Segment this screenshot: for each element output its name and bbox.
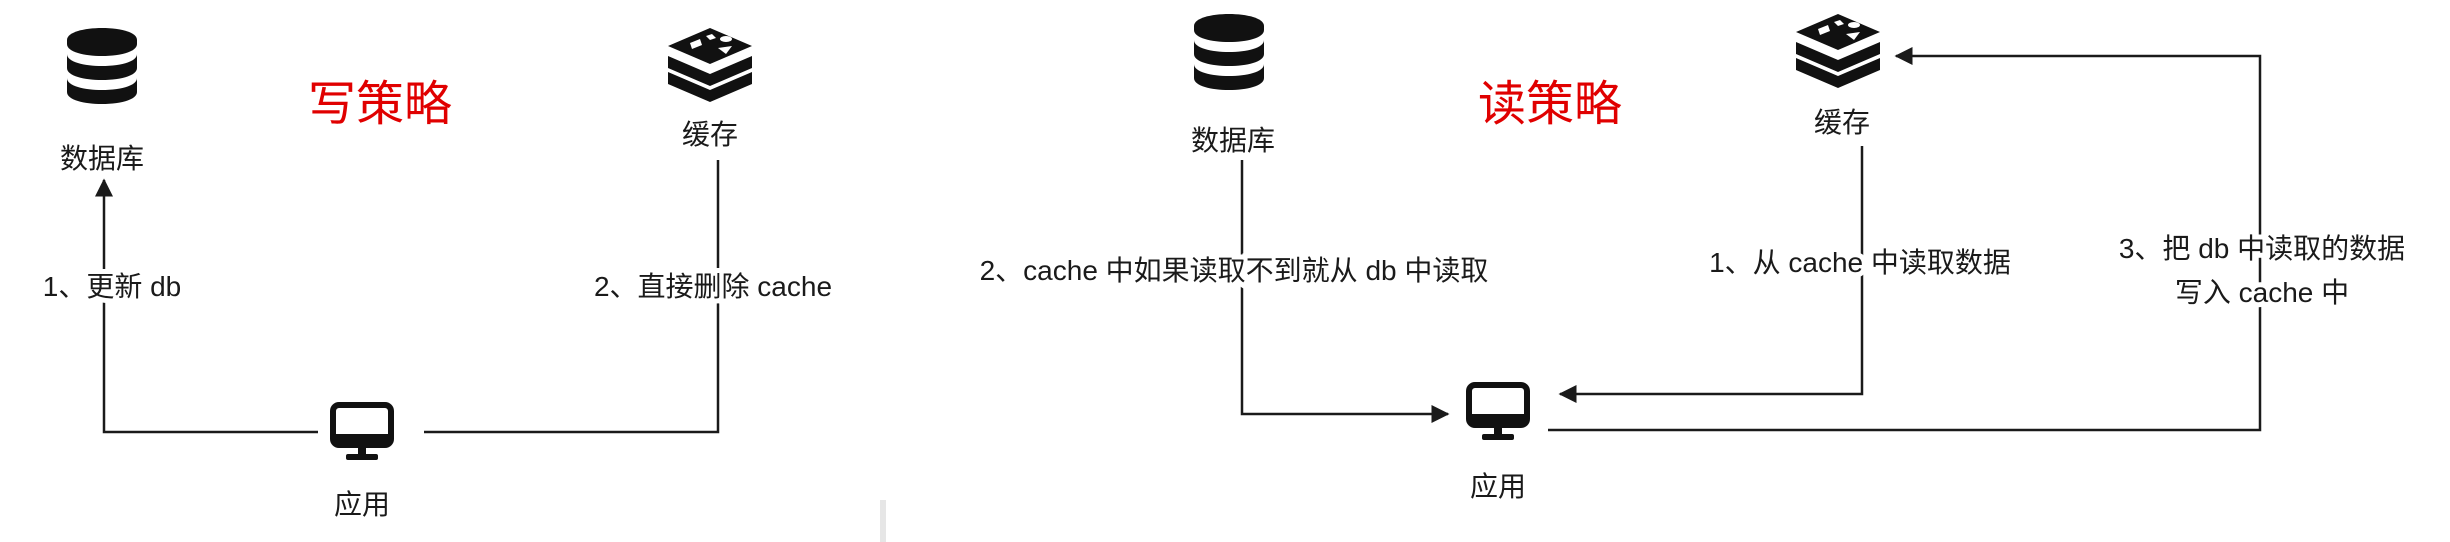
monitor-icon xyxy=(1469,385,1527,440)
read-database-label: 数据库 xyxy=(1191,125,1275,156)
read-panel: 数据库 读策略 缓存 应用 2、cache 中如果读取不到就从 db 中读取 1… xyxy=(975,14,2410,502)
write-edge-update-db-label: 1、更新 db xyxy=(43,271,182,302)
read-cache-label: 缓存 xyxy=(1814,107,1870,138)
monitor-icon xyxy=(333,405,391,460)
read-app-label: 应用 xyxy=(1470,471,1526,502)
write-app-label: 应用 xyxy=(334,489,390,520)
read-edge-write-back xyxy=(1548,47,2262,432)
write-edge-update-db xyxy=(95,178,318,434)
write-edge-delete-cache-label: 2、直接删除 cache xyxy=(594,271,832,302)
database-icon xyxy=(1194,14,1264,90)
database-icon xyxy=(67,28,137,104)
read-edge-cache-to-app xyxy=(1558,146,1864,403)
redis-cache-icon xyxy=(1796,14,1880,88)
write-strategy-title: 写策略 xyxy=(308,78,452,131)
write-edge-delete-cache xyxy=(424,160,720,434)
read-strategy-title: 读策略 xyxy=(1478,78,1622,131)
read-edge-write-back-label-line1: 3、把 db 中读取的数据 xyxy=(2119,233,2405,264)
panel-divider xyxy=(880,500,886,542)
write-panel: 数据库 写策略 缓存 应用 1、更新 db 2、直接删除 cache xyxy=(38,28,837,520)
redis-cache-icon xyxy=(668,28,752,102)
write-database-label: 数据库 xyxy=(60,143,144,174)
read-edge-cache-read-label: 1、从 cache 中读取数据 xyxy=(1709,247,2011,278)
write-cache-label: 缓存 xyxy=(682,119,738,150)
read-edge-write-back-label-line2: 写入 cache 中 xyxy=(2175,277,2349,308)
read-edge-db-to-app xyxy=(1240,160,1450,423)
read-edge-db-read-label: 2、cache 中如果读取不到就从 db 中读取 xyxy=(980,255,1489,286)
